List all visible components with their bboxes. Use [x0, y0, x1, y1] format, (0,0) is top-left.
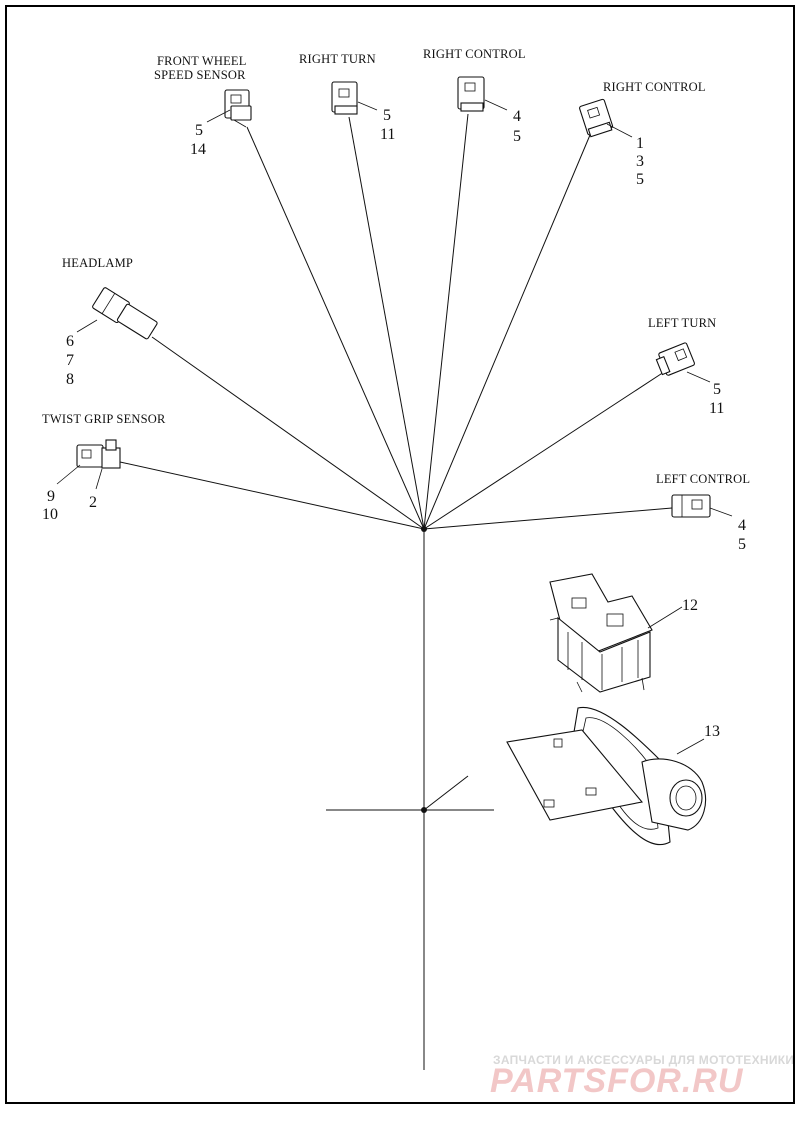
label-headlamp: HEADLAMP	[62, 256, 133, 270]
diagram-frame: FRONT WHEEL SPEED SENSOR RIGHT TURN RIGH…	[5, 5, 795, 1104]
callout-left-turn-0: 5	[713, 381, 721, 398]
label-front-wheel-speed-sensor-l2: SPEED SENSOR	[154, 68, 246, 82]
twist-grip-sensor-connector	[76, 439, 121, 469]
callout-left-turn-1: 11	[709, 400, 724, 417]
headlamp-connector	[92, 287, 158, 340]
wire-diagonal-branch	[423, 775, 469, 811]
label-twist-grip-sensor: TWIST GRIP SENSOR	[42, 412, 166, 426]
callout-right-control-1-1: 5	[513, 128, 521, 145]
callout-fwss-0: 5	[195, 122, 203, 139]
label-right-turn: RIGHT TURN	[299, 52, 376, 66]
callout-right-control-2-1: 3	[636, 153, 644, 170]
junction-lower	[421, 807, 427, 813]
left-control-connector	[671, 494, 711, 518]
wire-left-turn	[423, 371, 665, 530]
wire-twist-grip-sensor	[119, 461, 425, 530]
leader-13	[676, 738, 705, 755]
wire-front-wheel-speed-sensor	[246, 126, 425, 530]
left-turn-connector	[655, 342, 695, 376]
right-control-1-connector	[457, 76, 485, 112]
callout-right-control-1-0: 4	[513, 108, 521, 125]
watermark-tagline: ЗАПЧАСТИ И АКСЕССУАРЫ ДЛЯ МОТОТЕХНИКИ	[493, 1053, 794, 1067]
callout-headlamp-1: 7	[66, 352, 74, 369]
callout-twist-grip-a-0: 9	[47, 488, 55, 505]
callout-headlamp-2: 8	[66, 371, 74, 388]
callout-twist-grip-b-0: 2	[89, 494, 97, 511]
label-front-wheel-speed-sensor-l1: FRONT WHEEL	[157, 54, 247, 68]
right-turn-connector	[331, 81, 358, 115]
right-control-2-connector	[579, 98, 614, 138]
label-right-control-2: RIGHT CONTROL	[603, 80, 706, 94]
callout-module: 12	[682, 597, 698, 614]
front-wheel-speed-sensor-connector	[224, 89, 252, 128]
wire-right-turn	[348, 116, 425, 530]
wire-headlamp	[151, 336, 425, 530]
label-left-turn: LEFT TURN	[648, 316, 716, 330]
leader-12	[647, 606, 683, 629]
callout-headlamp-0: 6	[66, 333, 74, 350]
callout-right-control-2-2: 5	[636, 171, 644, 188]
callout-bracket: 13	[704, 723, 720, 740]
callout-left-control-0: 4	[738, 517, 746, 534]
callout-left-control-1: 5	[738, 536, 746, 553]
wire-left-control	[423, 507, 673, 530]
mounting-bracket-assembly	[506, 706, 706, 846]
callout-leaders	[56, 99, 733, 517]
junction-upper	[421, 526, 427, 532]
wire-harness	[119, 113, 673, 1070]
callout-right-turn-0: 5	[383, 107, 391, 124]
watermark-brand: PARTSFOR.RU	[490, 1062, 744, 1100]
callout-right-turn-1: 11	[380, 126, 395, 143]
label-left-control: LEFT CONTROL	[656, 472, 750, 486]
wire-right-control-2	[423, 134, 591, 530]
wire-right-control-1	[423, 113, 469, 530]
control-module-assembly	[549, 573, 653, 693]
label-right-control-1: RIGHT CONTROL	[423, 47, 526, 61]
callout-right-control-2-0: 1	[636, 135, 644, 152]
callout-twist-grip-a-1: 10	[42, 506, 58, 523]
callout-fwss-1: 14	[190, 141, 206, 158]
wiring-diagram: FRONT WHEEL SPEED SENSOR RIGHT TURN RIGH…	[42, 47, 794, 1100]
